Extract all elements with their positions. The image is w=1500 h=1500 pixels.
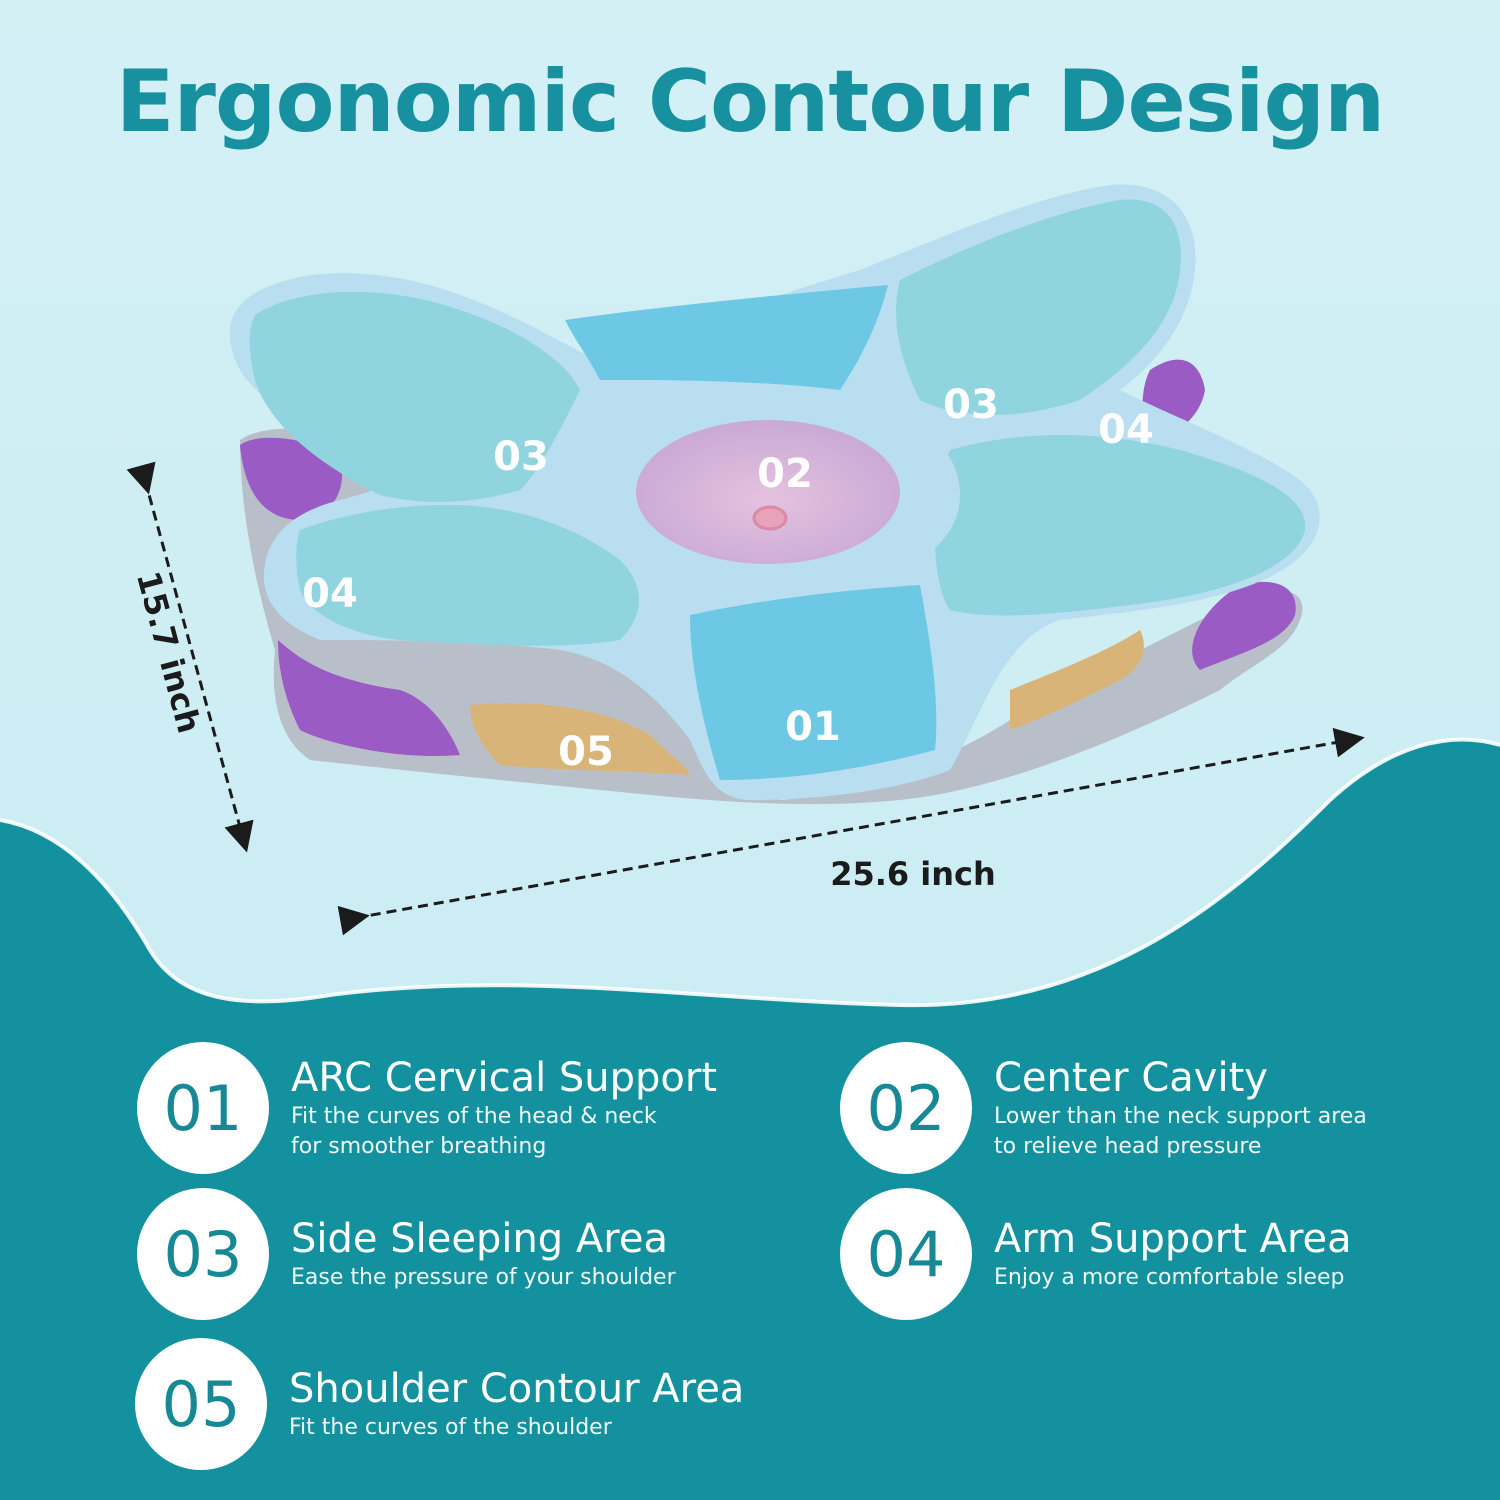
headline: Ergonomic Contour Design	[115, 52, 1385, 152]
feature-description: to relieve head pressure	[994, 1134, 1262, 1159]
feature-item-01: 01 ARC Cervical Support Fit the curves o…	[137, 1042, 717, 1174]
pillow-purple-right-lower	[1192, 581, 1296, 670]
feature-badge: 03	[137, 1188, 269, 1320]
zone-label-03-right: 03	[943, 382, 999, 428]
pillow-cavity-dot	[752, 505, 788, 531]
feature-badge: 01	[137, 1042, 269, 1174]
width-dimension-arrow	[337, 727, 1365, 936]
feature-text: Shoulder Contour Area Fit the curves of …	[289, 1365, 744, 1443]
feature-description: Ease the pressure of your shoulder	[291, 1265, 676, 1290]
feature-title: Center Cavity	[994, 1055, 1268, 1101]
feature-item-02: 02 Center Cavity Lower than the neck sup…	[840, 1042, 1367, 1174]
feature-title: Shoulder Contour Area	[289, 1366, 745, 1412]
zone-label-04-right: 04	[1098, 407, 1154, 453]
feature-description: Fit the curves of the shoulder	[289, 1415, 612, 1440]
feature-item-04: 04 Arm Support Area Enjoy a more comfort…	[840, 1188, 1352, 1320]
width-dimension-label: 25.6 inch	[830, 855, 996, 893]
pillow-face-left-lower-wing	[296, 505, 639, 646]
zone-label-04-left: 04	[302, 571, 358, 617]
feature-text: ARC Cervical Support Fit the curves of t…	[291, 1054, 717, 1162]
feature-title: Arm Support Area	[994, 1216, 1352, 1262]
pillow-face-right-lower-wing	[935, 435, 1306, 616]
feature-badge: 05	[135, 1338, 267, 1470]
feature-badge: 02	[840, 1042, 972, 1174]
feature-number: 03	[163, 1217, 243, 1291]
feature-text: Center Cavity Lower than the neck suppor…	[994, 1054, 1367, 1162]
feature-text: Side Sleeping Area Ease the pressure of …	[291, 1215, 676, 1293]
feature-description: Enjoy a more comfortable sleep	[994, 1265, 1345, 1290]
feature-title: ARC Cervical Support	[291, 1055, 718, 1101]
feature-list: 01 ARC Cervical Support Fit the curves o…	[0, 1030, 1500, 1500]
pillow-face-left-wing	[249, 291, 580, 502]
zone-label-03-left: 03	[493, 434, 549, 480]
zone-label-05: 05	[558, 729, 614, 775]
pillow-purple-left	[240, 437, 342, 520]
feature-number: 01	[163, 1071, 243, 1145]
feature-badge: 04	[840, 1188, 972, 1320]
feature-text: Arm Support Area Enjoy a more comfortabl…	[994, 1215, 1352, 1293]
pillow-gold-right	[1010, 630, 1144, 730]
feature-item-03: 03 Side Sleeping Area Ease the pressure …	[137, 1188, 676, 1320]
feature-title: Side Sleeping Area	[291, 1216, 668, 1262]
feature-description: Lower than the neck support area	[994, 1104, 1367, 1129]
pillow-center-cavity	[636, 420, 900, 564]
feature-item-05: 05 Shoulder Contour Area Fit the curves …	[135, 1338, 744, 1470]
zone-label-01: 01	[785, 704, 841, 750]
feature-number: 02	[866, 1071, 946, 1145]
pillow-neck-pad-top	[565, 285, 888, 390]
pillow-purple-left-lower	[278, 640, 460, 756]
feature-number: 05	[161, 1367, 241, 1441]
teal-wave-panel	[0, 739, 1500, 1500]
pillow-neck-pad-bottom	[690, 585, 937, 780]
zone-label-02: 02	[757, 451, 813, 497]
feature-description: for smoother breathing	[291, 1134, 547, 1159]
feature-number: 04	[866, 1217, 946, 1291]
feature-description: Fit the curves of the head & neck	[291, 1104, 657, 1129]
pillow-face-right-wing	[896, 199, 1181, 415]
depth-dimension-arrow	[126, 461, 254, 853]
